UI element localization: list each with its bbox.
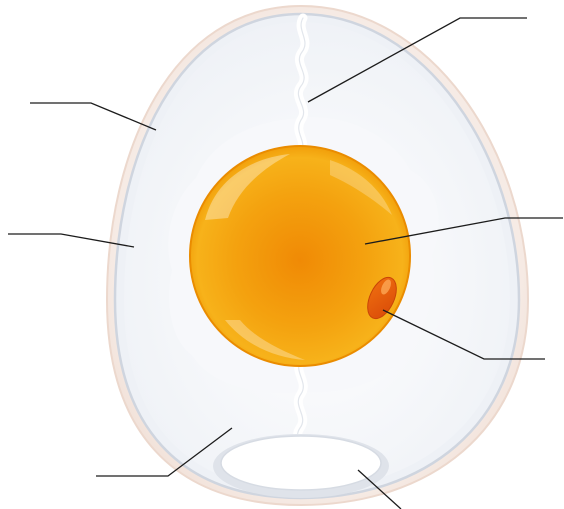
air-cell bbox=[221, 436, 381, 490]
yolk bbox=[190, 146, 410, 366]
leader-line-shell bbox=[30, 103, 156, 130]
